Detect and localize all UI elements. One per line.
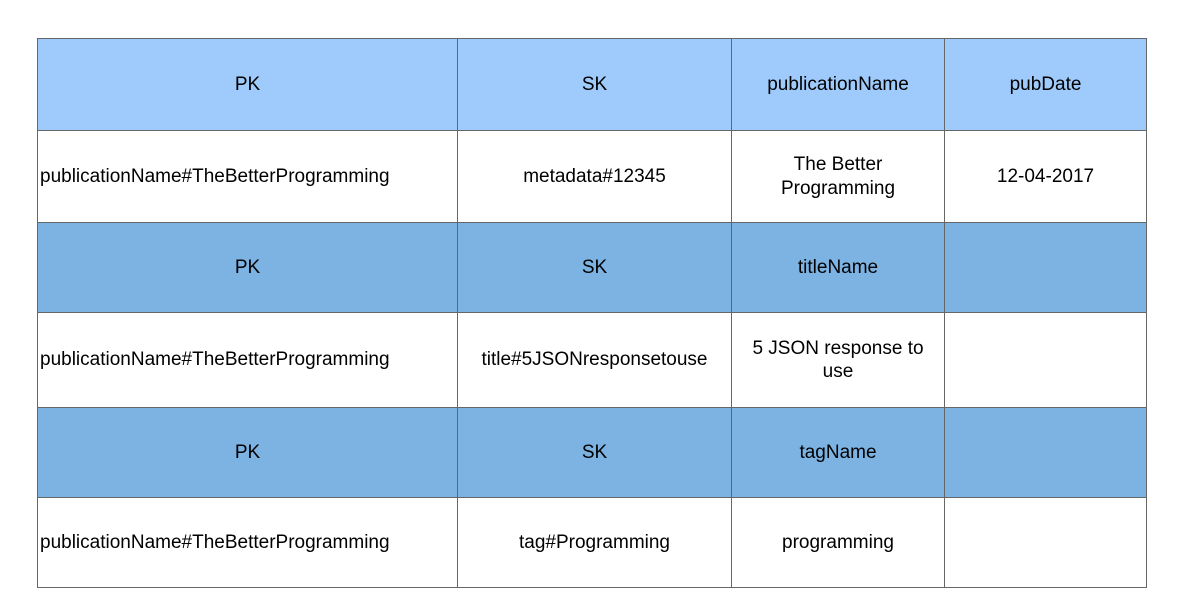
cell-sk-publication-metadata: metadata#12345 bbox=[457, 130, 732, 223]
table-row-publication-metadata: publicationName#TheBetterProgramming met… bbox=[37, 130, 1147, 223]
column-header-sk: SK bbox=[457, 38, 732, 131]
column-header-pk-tag: PK bbox=[37, 407, 458, 498]
cell-publicationname-value: The Better Programming bbox=[731, 130, 945, 223]
column-header-sk-title: SK bbox=[457, 222, 732, 313]
cell-blank-title-item bbox=[944, 312, 1147, 408]
column-header-blank-title bbox=[944, 222, 1147, 313]
table-row-title-item: publicationName#TheBetterProgramming tit… bbox=[37, 312, 1147, 408]
cell-sk-tag-item: tag#Programming bbox=[457, 497, 732, 588]
cell-blank-tag-item bbox=[944, 497, 1147, 588]
column-header-sk-tag: SK bbox=[457, 407, 732, 498]
table-row-tag-item: publicationName#TheBetterProgramming tag… bbox=[37, 497, 1147, 588]
table-header-row-tag: PK SK tagName bbox=[37, 407, 1147, 498]
cell-sk-title-item: title#5JSONresponsetouse bbox=[457, 312, 732, 408]
cell-pubdate-value: 12-04-2017 bbox=[944, 130, 1147, 223]
cell-titlename-value: 5 JSON response to use bbox=[731, 312, 945, 408]
column-header-blank-tag bbox=[944, 407, 1147, 498]
column-header-tagname: tagName bbox=[731, 407, 945, 498]
table-header-row-title: PK SK titleName bbox=[37, 222, 1147, 313]
cell-pk-publication-metadata: publicationName#TheBetterProgramming bbox=[37, 130, 458, 223]
column-header-pubdate: pubDate bbox=[944, 38, 1147, 131]
column-header-publicationname: publicationName bbox=[731, 38, 945, 131]
cell-pk-tag-item: publicationName#TheBetterProgramming bbox=[37, 497, 458, 588]
cell-pk-title-item: publicationName#TheBetterProgramming bbox=[37, 312, 458, 408]
column-header-pk-title: PK bbox=[37, 222, 458, 313]
column-header-titlename: titleName bbox=[731, 222, 945, 313]
dynamodb-items-table: PK SK publicationName pubDate publicatio… bbox=[37, 38, 1147, 588]
table-header-row-publication: PK SK publicationName pubDate bbox=[37, 38, 1147, 131]
cell-tagname-value: programming bbox=[731, 497, 945, 588]
column-header-pk: PK bbox=[37, 38, 458, 131]
